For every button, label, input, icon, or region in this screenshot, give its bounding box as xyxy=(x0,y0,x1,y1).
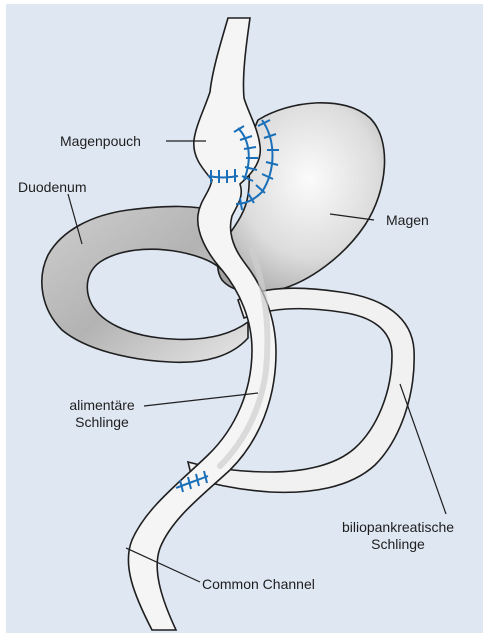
label-alimentaere-line1: alimentäre xyxy=(50,397,154,414)
label-common-channel: Common Channel xyxy=(202,576,315,593)
alimentary-limb xyxy=(128,18,276,630)
label-biliopankreatische-schlinge: biliopankreatische Schlinge xyxy=(324,519,472,553)
label-magenpouch: Magenpouch xyxy=(60,133,141,150)
label-alimentaere-line2: Schlinge xyxy=(50,414,154,431)
label-alimentaere-schlinge: alimentäre Schlinge xyxy=(50,397,154,431)
label-duodenum: Duodenum xyxy=(18,179,87,196)
label-bilio-line2: Schlinge xyxy=(324,536,472,553)
diagram-canvas: Magenpouch Duodenum Magen alimentäre Sch… xyxy=(6,4,483,633)
label-magen: Magen xyxy=(386,212,429,229)
label-bilio-line1: biliopankreatische xyxy=(324,519,472,536)
